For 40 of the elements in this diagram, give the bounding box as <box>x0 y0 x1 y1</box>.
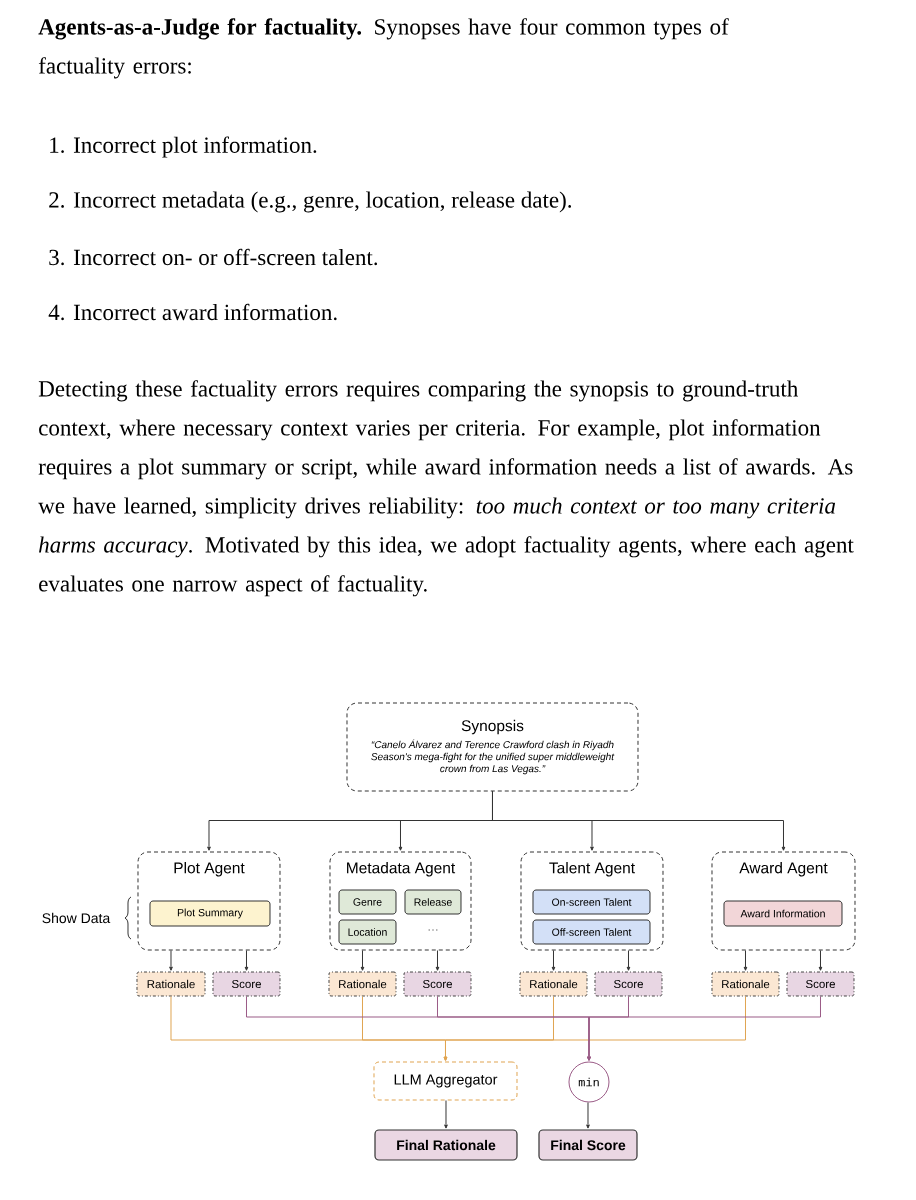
arrow <box>492 791 786 851</box>
data-tag: Off-screen Talent <box>532 919 651 945</box>
rationale-box: Rationale <box>519 971 588 997</box>
score-box: Score <box>594 971 663 997</box>
final-output-box: Final Score <box>538 1129 638 1161</box>
arrow <box>169 950 173 971</box>
arrow <box>443 995 746 1061</box>
list-item: 3. Incorrect on- or off-screen talent. <box>49 248 378 266</box>
score-box: Score <box>786 971 855 997</box>
arrow <box>626 950 631 971</box>
arrow <box>244 950 249 971</box>
data-tag: On-screen Talent <box>532 889 651 915</box>
paragraph: Detecting these factuality errors requires comparing the synopsis to ground-truth context, where necessary context varies per criteria. For example, plot information requires a plot summary or script, while award information needs a list of awards. As we have learned, simplicity drives reliability: too much context or too many criteria harms accuracy. Motivated by this idea, we adopt factuality agents, where each agent evaluates one narrow aspect of factuality. <box>38 380 854 597</box>
data-tag: Award Information <box>723 900 843 927</box>
data-tag: Plot Summary <box>149 900 271 927</box>
ellipsis: … <box>428 929 438 931</box>
arrow <box>586 1102 590 1129</box>
arrow <box>444 1100 448 1129</box>
final-output-box: Final Rationale <box>374 1129 518 1161</box>
list-item: 2. Incorrect metadata (e.g., genre, location, release date). <box>49 191 571 213</box>
score-box: Score <box>403 971 472 997</box>
data-tag: Genre <box>338 889 397 915</box>
score-box: Score <box>212 971 281 997</box>
data-tag: Location <box>338 919 397 945</box>
synopsis-box: Synopsis “Canelo Álvarez and Terence Crawford clash in Riyadh Season's mega-fight for the unified super middleweight crown from Las Vegas.” <box>346 702 639 792</box>
rationale-box: Rationale <box>328 971 397 997</box>
arrow <box>551 950 556 971</box>
arrow <box>743 950 748 971</box>
data-tag: Release <box>404 889 462 915</box>
arrow <box>360 950 365 971</box>
arrow <box>587 995 821 1061</box>
arrow <box>818 950 823 971</box>
arrow <box>435 950 440 971</box>
list-item: 1. Incorrect plot information. <box>50 136 317 158</box>
list-item: 4. Incorrect award information. <box>48 303 337 321</box>
aggregator-box: LLM Aggregator <box>373 1061 518 1101</box>
rationale-box: Rationale <box>136 971 206 997</box>
paragraph: Agents-as-a-Judge for factuality. Synopses have four common types of factuality errors: <box>38 18 729 79</box>
rationale-box: Rationale <box>711 971 780 997</box>
bracket-label: Show Data <box>42 912 111 924</box>
